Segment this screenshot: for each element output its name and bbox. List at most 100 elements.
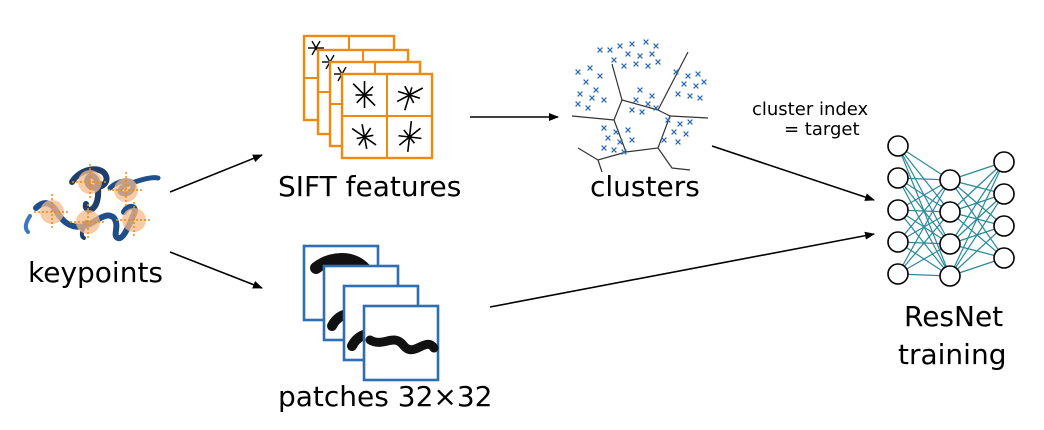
- network-node: [887, 199, 909, 221]
- cluster-point: [639, 109, 645, 115]
- keypoint-marker: [108, 172, 144, 208]
- cluster-point: [687, 119, 693, 125]
- cluster-point: [683, 131, 689, 137]
- cluster-point: [629, 107, 635, 113]
- cluster-point: [575, 69, 581, 75]
- cluster-point: [675, 139, 681, 145]
- cluster-point: [617, 139, 623, 145]
- network-edge: [949, 161, 1005, 245]
- network-edge: [949, 161, 1005, 277]
- cluster-point: [649, 51, 655, 57]
- sift-orientation-glyph: [352, 81, 376, 108]
- network-node: [939, 201, 961, 223]
- cluster-point: [653, 43, 659, 49]
- cluster-point: [611, 147, 617, 153]
- network-edge: [949, 193, 1005, 277]
- cluster-point: [597, 47, 603, 53]
- cluster-point: [673, 69, 679, 75]
- cluster-point: [597, 73, 603, 79]
- cluster-point: [607, 47, 613, 53]
- cluster-point: [697, 95, 703, 101]
- keypoint-marker: [34, 194, 70, 230]
- cluster-point: [577, 91, 583, 97]
- network-node: [993, 151, 1015, 173]
- cluster-point: [601, 145, 607, 151]
- cluster-point: [675, 91, 681, 97]
- clusters-label: clusters: [590, 170, 700, 203]
- cluster-point: [611, 57, 617, 63]
- network-node: [887, 167, 909, 189]
- cluster-point: [645, 63, 651, 69]
- patch-ink: [365, 335, 439, 355]
- patch-stack: [302, 244, 440, 382]
- cluster-point: [695, 71, 701, 77]
- cluster-point: [649, 93, 655, 99]
- cluster-point: [653, 105, 659, 111]
- sift-orientation-glyph: [396, 85, 424, 111]
- cluster-point: [637, 87, 643, 93]
- keypoint-marker: [72, 164, 108, 200]
- arrows: [169, 113, 875, 308]
- network-edge: [897, 179, 951, 275]
- keypoints-illustration: [23, 164, 161, 242]
- sift-features-label: SIFT features: [278, 170, 462, 203]
- network-node: [993, 183, 1015, 205]
- network-node: [939, 169, 961, 191]
- cluster-point: [617, 43, 623, 49]
- patches-label: patches 32×32: [278, 380, 493, 413]
- cluster-point: [677, 121, 683, 127]
- patch-image: [362, 304, 440, 382]
- cluster-point: [629, 137, 635, 143]
- clusters-plot: [571, 39, 709, 173]
- cluster-point: [633, 61, 639, 67]
- resnet-label: ResNet: [904, 300, 1004, 333]
- arrow-clusters-to-resnet: [711, 145, 875, 201]
- cluster-point: [701, 79, 707, 85]
- arrow-keypoints-to-patches: [169, 251, 263, 289]
- cluster-point: [585, 105, 591, 111]
- network-edge: [949, 161, 1005, 213]
- cluster-point: [601, 97, 607, 103]
- resnet-network: [887, 135, 1015, 287]
- cluster-point: [605, 135, 611, 141]
- network-node: [887, 263, 909, 285]
- cluster-point: [625, 51, 631, 57]
- cluster-point: [645, 101, 651, 107]
- cluster-point: [685, 73, 691, 79]
- voronoi-boundaries: [571, 51, 709, 173]
- network-node: [993, 215, 1015, 237]
- sift-orientation-glyph: [398, 121, 422, 152]
- cluster-point: [583, 79, 589, 85]
- cluster-point: [693, 83, 699, 89]
- cluster-point: [665, 117, 671, 123]
- cluster-point: [575, 101, 581, 107]
- cluster-point: [601, 125, 607, 131]
- keypoint-markers: [34, 164, 152, 240]
- keypoint-marker: [70, 204, 106, 240]
- cluster-point: [629, 41, 635, 47]
- network-node: [887, 231, 909, 253]
- cluster-point: [661, 137, 667, 143]
- cluster-point: [593, 87, 599, 93]
- sift-orientation-glyph: [351, 124, 377, 149]
- cluster-points: [575, 39, 707, 155]
- cluster-point: [643, 39, 649, 45]
- sift-descriptor-frame: [340, 72, 434, 160]
- network-node: [887, 135, 909, 157]
- cluster-point: [637, 53, 643, 59]
- network-edge: [949, 225, 1005, 277]
- arrow-keypoints-to-sift: [169, 154, 263, 193]
- cluster-point: [587, 65, 593, 71]
- cluster-point: [621, 63, 627, 69]
- network-edge: [897, 179, 951, 243]
- network-edge: [897, 211, 951, 275]
- target-label-line1: cluster index: [752, 99, 869, 120]
- network-node: [939, 233, 961, 255]
- keypoints-label: keypoints: [28, 256, 164, 289]
- cluster-point: [589, 95, 595, 101]
- cluster-point: [681, 81, 687, 87]
- sift-feature-stack: [302, 34, 434, 160]
- cluster-point: [625, 127, 631, 133]
- cluster-point: [621, 149, 627, 155]
